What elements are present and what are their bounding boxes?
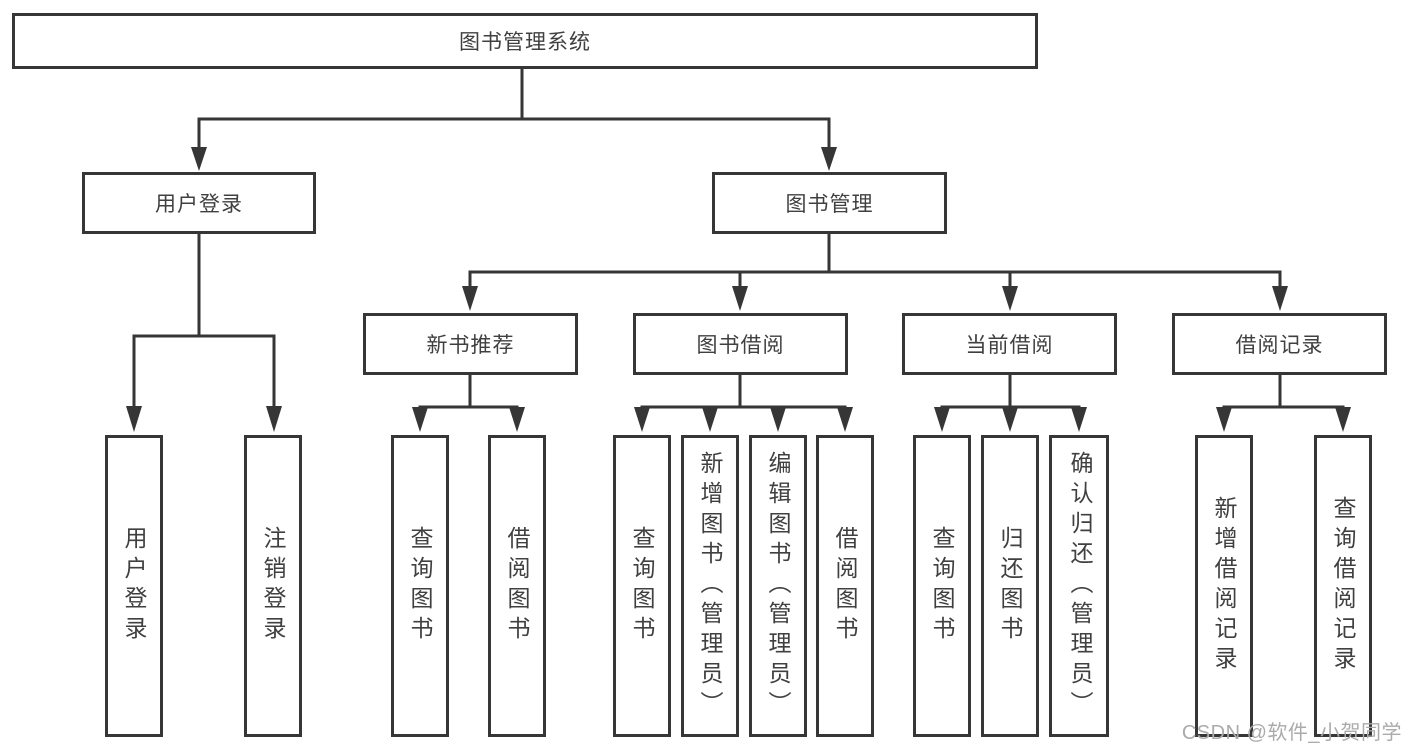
node-book-borrow: 图书借阅 (633, 313, 848, 375)
connector-line (1222, 405, 1345, 409)
arrowhead-icon (1071, 407, 1087, 432)
arrowhead-icon (412, 407, 428, 432)
leaf-query-books-current: 查询图书 (913, 435, 971, 737)
arrowhead-icon (837, 407, 853, 432)
arrowhead-icon (634, 407, 650, 432)
arrowhead-icon (266, 406, 282, 432)
arrowhead-icon (126, 406, 142, 432)
arrowhead-icon (732, 286, 748, 311)
arrowhead-icon (1002, 407, 1018, 432)
leaf-query-books-recommend: 查询图书 (391, 435, 449, 737)
node-new-book-recommend: 新书推荐 (363, 313, 578, 375)
leaf-logout: 注销登录 (244, 435, 302, 737)
leaf-borrow-books-recommend: 借阅图书 (488, 435, 546, 737)
connector-line (468, 270, 1282, 287)
arrowhead-icon (1002, 286, 1018, 311)
connector-line (640, 405, 847, 409)
leaf-user-login: 用户登录 (105, 435, 163, 737)
leaf-borrow-books: 借阅图书 (816, 435, 874, 737)
leaf-add-borrow-record: 新增借阅记录 (1195, 435, 1253, 737)
node-book-management: 图书管理 (712, 172, 947, 234)
connector-line (418, 405, 519, 409)
node-root: 图书管理系统 (12, 13, 1038, 69)
connector-line (197, 117, 831, 150)
arrowhead-icon (821, 147, 837, 171)
arrowhead-icon (1272, 286, 1288, 311)
leaf-query-books-borrow: 查询图书 (613, 435, 671, 737)
node-borrow-records: 借阅记录 (1172, 313, 1387, 375)
leaf-confirm-return-admin: 确认归还（管理员） (1049, 435, 1109, 737)
leaf-return-books: 归还图书 (981, 435, 1039, 737)
leaf-edit-books-admin: 编辑图书（管理员） (749, 435, 807, 737)
arrowhead-icon (509, 407, 525, 432)
leaf-query-borrow-record: 查询借阅记录 (1314, 435, 1372, 737)
arrowhead-icon (1216, 407, 1232, 432)
arrowhead-icon (191, 147, 207, 171)
arrowhead-icon (934, 407, 950, 432)
arrowhead-icon (702, 407, 718, 432)
leaf-add-books-admin: 新增图书（管理员） (681, 435, 739, 737)
node-user-login: 用户登录 (82, 172, 316, 234)
watermark: CSDN @软件_小贺同学 (1181, 722, 1402, 744)
arrowhead-icon (1335, 407, 1351, 432)
arrowhead-icon (462, 286, 478, 311)
node-current-borrow: 当前借阅 (902, 313, 1117, 375)
connector-line (132, 334, 276, 407)
arrowhead-icon (770, 407, 786, 432)
